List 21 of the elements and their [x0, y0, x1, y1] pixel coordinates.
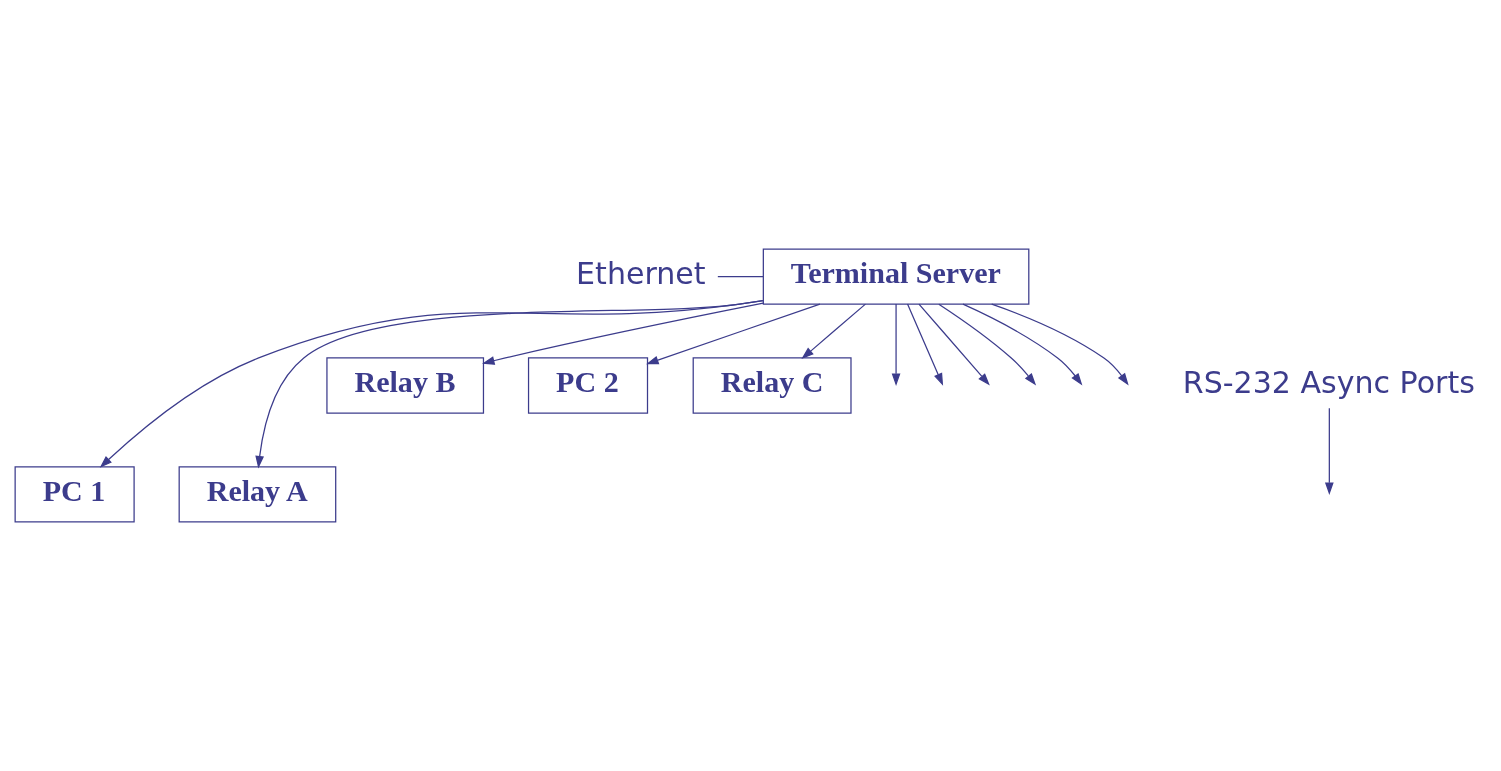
arrow — [1324, 407, 1334, 495]
node-text: Ethernet — [576, 256, 706, 292]
arrow — [646, 303, 821, 365]
arrow — [891, 303, 901, 386]
node-box: PC 2 — [527, 357, 649, 414]
arrow — [962, 303, 1083, 386]
arrow — [255, 299, 764, 469]
node-text: RS-232 Async Ports — [1182, 365, 1475, 401]
node-box: Terminal Server — [762, 248, 1030, 305]
arrow — [991, 303, 1129, 386]
node-box: Relay A — [178, 466, 337, 523]
node-box: Relay B — [326, 357, 485, 414]
arrow — [938, 303, 1037, 386]
arrow — [906, 303, 944, 386]
arrow — [801, 303, 867, 360]
arrow — [99, 300, 764, 468]
arrow — [918, 303, 990, 386]
node-box: Relay C — [692, 357, 852, 414]
node-box: PC 1 — [14, 466, 135, 523]
connector — [717, 275, 764, 278]
arrow — [482, 302, 764, 365]
